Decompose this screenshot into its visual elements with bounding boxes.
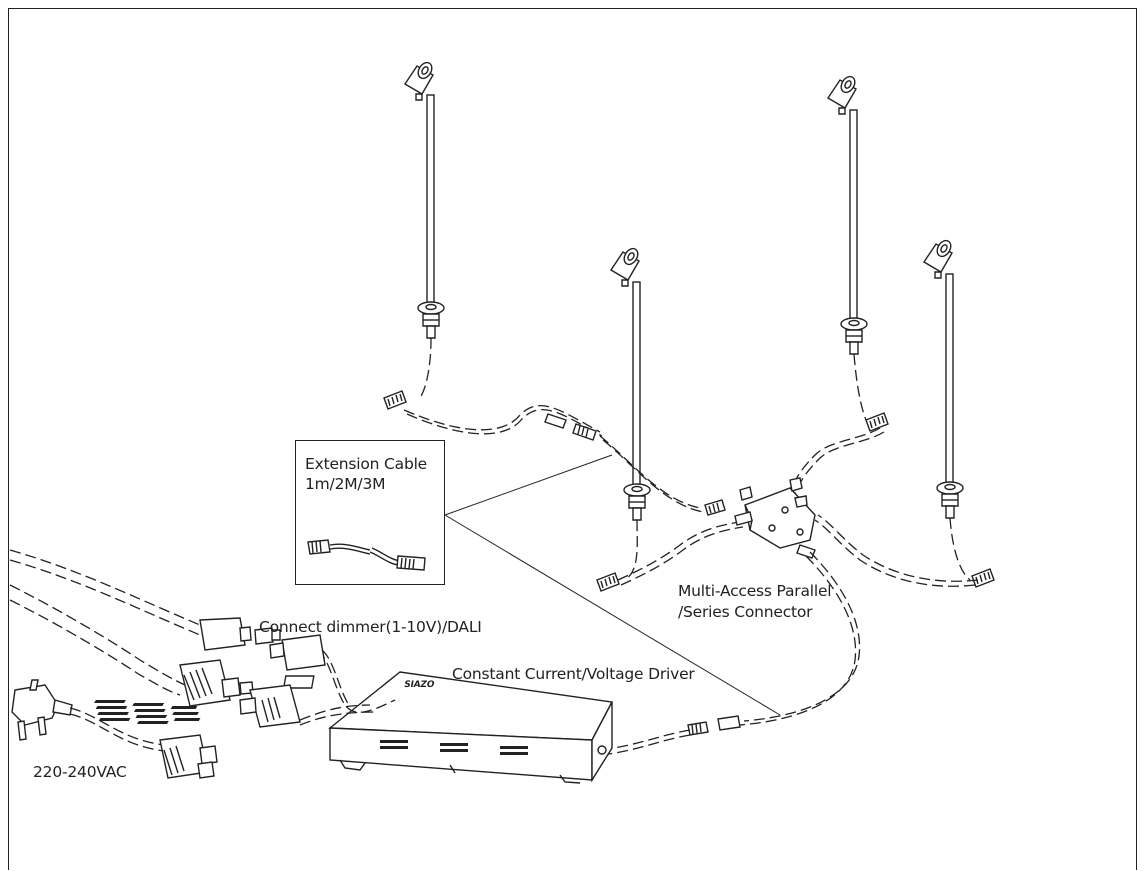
driver-label: Constant Current/Voltage Driver [452, 665, 695, 683]
mains-plug-icon [11, 679, 166, 752]
diagram-frame [8, 8, 1137, 870]
driver-brand: SIAZO [403, 680, 435, 690]
power-connector [159, 734, 218, 779]
mains-voltage-label: 220-240VAC [33, 763, 127, 781]
extension-cable-inset: Extension Cable 1m/2M/3M [295, 440, 445, 585]
dimmer-connector [199, 617, 326, 671]
spotlight-icon [383, 59, 445, 410]
dimmer-label: Connect dimmer(1-10V)/DALI [259, 618, 482, 636]
connector-label-line2: /Series Connector [678, 603, 813, 621]
spotlight-icon [923, 237, 995, 588]
connector-label-line1: Multi-Access Parallel [678, 582, 832, 600]
inline-connector [687, 715, 741, 736]
spotlight-icon [596, 245, 651, 592]
extension-cable-lengths: 1m/2M/3M [305, 475, 386, 493]
power-connector [179, 659, 301, 728]
spotlight-icon [827, 73, 889, 432]
connector-hub-icon [704, 477, 816, 559]
extension-cable-label: Extension Cable [305, 455, 428, 473]
extension-cable-icon [307, 539, 426, 571]
driver-box-icon [94, 671, 614, 784]
inline-connector [544, 413, 597, 441]
